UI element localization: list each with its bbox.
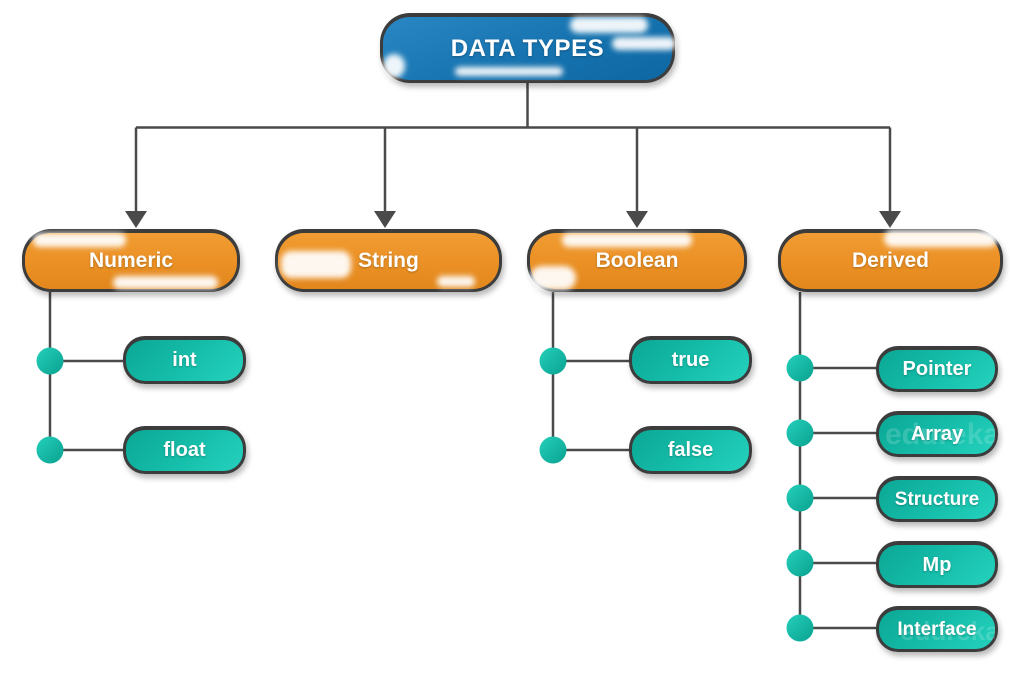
- arrowhead-numeric: [125, 211, 147, 228]
- derived-bullet-2: [786, 419, 814, 447]
- derived-bullet-1: [786, 354, 814, 382]
- leaf-node-array: Array: [876, 411, 998, 457]
- derived-bullet-3: [786, 484, 814, 512]
- leaf-node-label: true: [671, 349, 710, 371]
- arrowhead-string: [374, 211, 396, 228]
- leaf-node-label: Pointer: [902, 358, 972, 380]
- branch-node-label: Derived: [851, 249, 930, 272]
- arrowhead-derived: [879, 211, 901, 228]
- branch-node-label: Numeric: [88, 249, 174, 272]
- boolean-bullet-2: [539, 436, 567, 464]
- derived-bullet-4: [786, 549, 814, 577]
- root-node-data-types: DATA TYPES: [380, 13, 675, 83]
- leaf-node-label: Structure: [894, 488, 980, 510]
- leaf-node-label: int: [172, 349, 197, 371]
- leaf-node-interface: Interface: [876, 606, 998, 652]
- root-node-label: DATA TYPES: [450, 34, 605, 62]
- branch-node-label: Boolean: [595, 249, 679, 272]
- leaf-node-mp: Mp: [876, 541, 998, 588]
- leaf-node-label: Mp: [922, 553, 952, 576]
- leaf-node-float: float: [123, 426, 246, 474]
- branch-node-boolean: Boolean: [527, 229, 747, 292]
- numeric-bullet-2: [36, 436, 64, 464]
- leaf-node-label: float: [163, 439, 206, 461]
- branch-node-string: String: [275, 229, 502, 292]
- leaf-node-pointer: Pointer: [876, 346, 998, 392]
- leaf-node-label: false: [667, 439, 714, 461]
- branch-node-derived: Derived: [778, 229, 1003, 292]
- leaf-node-label: Array: [910, 423, 964, 445]
- numeric-bullet-1: [36, 347, 64, 375]
- branch-node-numeric: Numeric: [22, 229, 240, 292]
- leaf-node-false: false: [629, 426, 752, 474]
- leaf-node-label: Interface: [897, 618, 977, 640]
- leaf-node-int: int: [123, 336, 246, 384]
- boolean-bullet-1: [539, 347, 567, 375]
- leaf-node-structure: Structure: [876, 476, 998, 522]
- branch-node-label: String: [358, 249, 419, 272]
- leaf-node-true: true: [629, 336, 752, 384]
- arrowhead-boolean: [626, 211, 648, 228]
- derived-bullet-5: [786, 614, 814, 642]
